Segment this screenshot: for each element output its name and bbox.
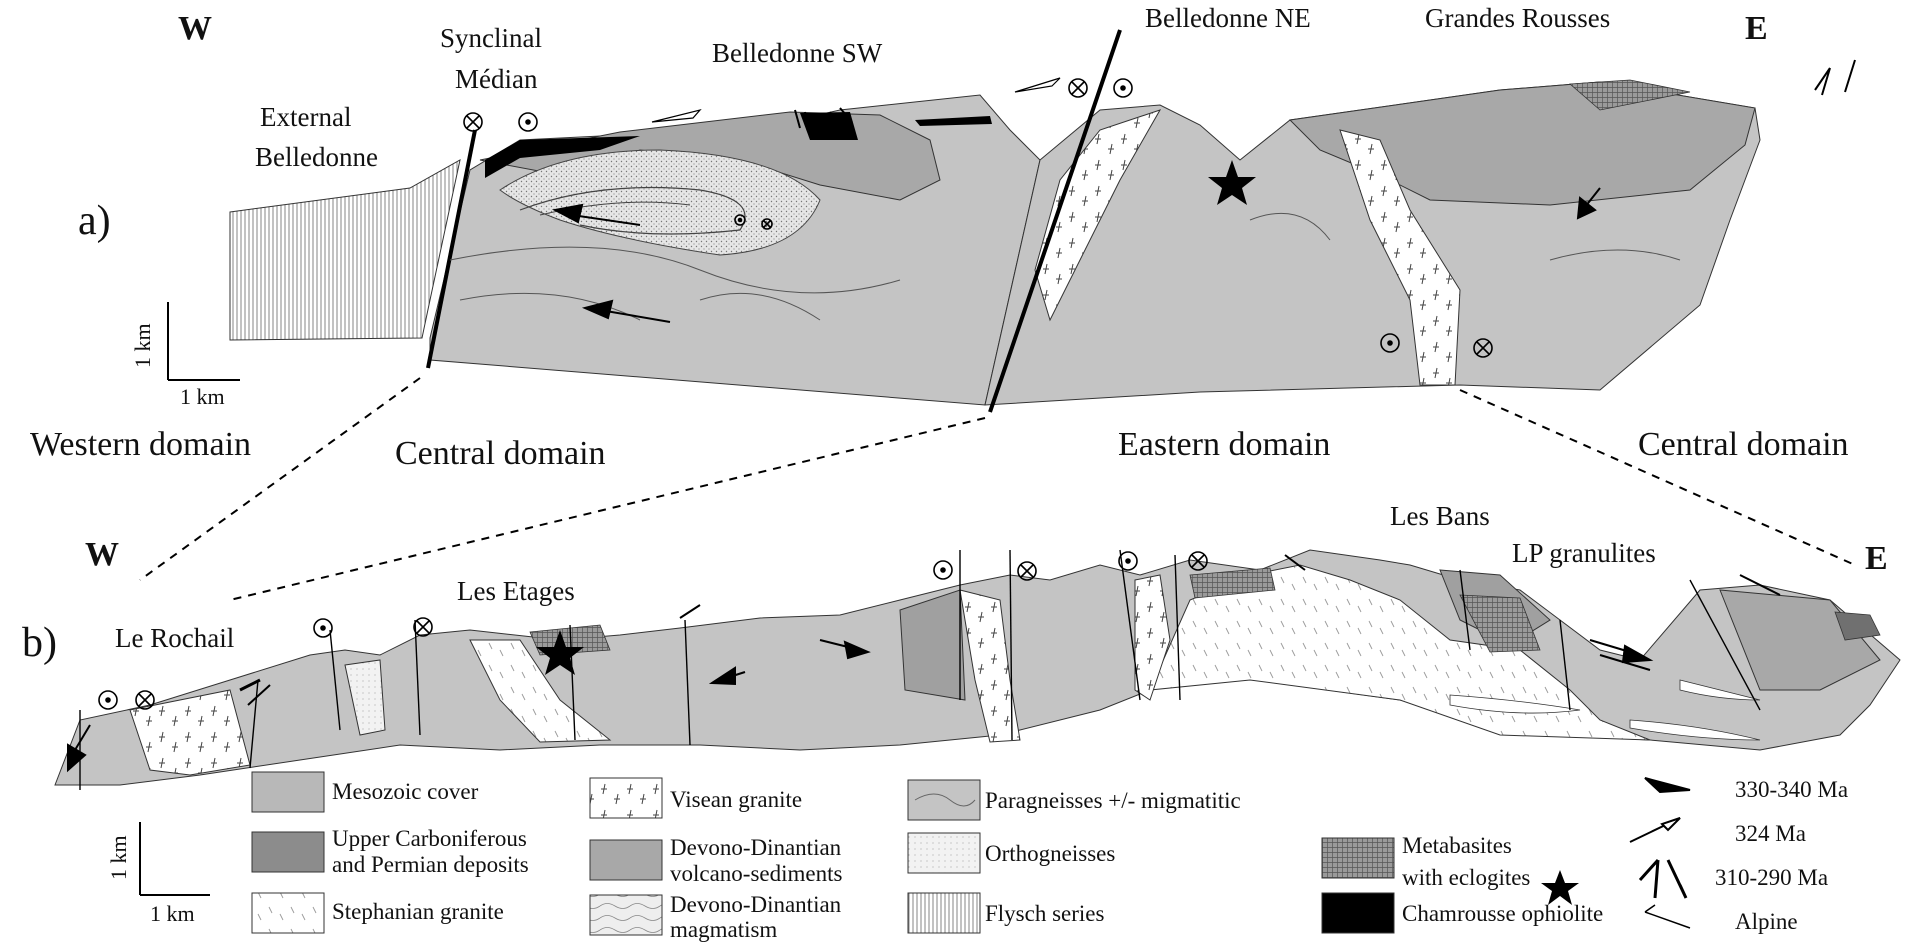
legend-devono-magm-2: magmatism [670, 917, 778, 942]
metabasites-b2 [1189, 567, 1276, 599]
les-bans-label: Les Bans [1390, 501, 1490, 531]
arrow-pair-icon [1638, 858, 1688, 899]
visean-granite-dike-a2 [1339, 129, 1461, 386]
kinematic-age-1: 330-340 Ma [1735, 777, 1849, 802]
section-b-geology [54, 549, 1901, 896]
legend-stephanian: Stephanian granite [332, 899, 504, 924]
domain-central-left: Central domain [395, 435, 606, 472]
scale-bar-b [139, 822, 210, 896]
legend-swatch-upper-carb [251, 831, 325, 873]
legend-swatch-paragneiss [907, 779, 981, 821]
chamrousse-ophiolite-2 [800, 112, 858, 140]
legend-upper-carb-2: and Permian deposits [332, 852, 529, 877]
external-belledonne-unit [229, 159, 461, 341]
domain-eastern: Eastern domain [1118, 426, 1331, 463]
legend-swatch-stephanian [251, 892, 325, 934]
lp-granulites-label: LP granulites [1512, 538, 1656, 568]
scale-a-vertical-label: 1 km [130, 323, 155, 368]
legend-swatch-devono-volc [589, 839, 663, 881]
visean-granite-b1 [959, 589, 1021, 743]
upper-carboniferous-a [1569, 79, 1691, 111]
eclogite-star-b [536, 630, 584, 675]
grandes-rousses-label: Grandes Rousses [1425, 3, 1611, 33]
scale-a-horizontal-label: 1 km [180, 384, 225, 409]
kinematic-symbols-b [98, 551, 1208, 710]
visean-granite-dike-a1 [1034, 109, 1162, 322]
external-belledonne-label: Belledonne [255, 142, 378, 172]
legend-metabasites-1: Metabasites [1402, 833, 1512, 858]
legend-mesozoic: Mesozoic cover [332, 779, 479, 804]
arrow-black-icon [1644, 777, 1691, 794]
section-b-west-label: W [85, 536, 119, 573]
external-label: External [260, 102, 352, 132]
upper-carboniferous-b [1834, 611, 1881, 641]
eclogite-star-a [1208, 160, 1256, 205]
section-a-panel-label: a) [78, 198, 111, 244]
orthogneiss-b1 [344, 659, 386, 736]
legend-paragneisses: Paragneisses +/- migmatitic [985, 788, 1241, 813]
legend-swatch-ophiolite [1321, 892, 1395, 934]
legend-visean: Visean granite [670, 787, 803, 812]
belledonne-sw-label: Belledonne SW [712, 38, 883, 68]
arrow-thin-icon [1644, 904, 1691, 929]
kinematic-legend-icons [1629, 777, 1691, 929]
scale-bar-a [167, 302, 240, 381]
legend-upper-carb-1: Upper Carboniferous [332, 826, 527, 851]
le-rochail-label: Le Rochail [115, 623, 235, 653]
legend-ophiolite: Chamrousse ophiolite [1402, 901, 1604, 926]
legend-star-icon [1541, 870, 1579, 905]
synclinal-label: Synclinal [440, 23, 542, 53]
metabasites-b3 [1459, 594, 1541, 653]
devono-volcano-sediments-c [899, 589, 966, 701]
domain-western: Western domain [30, 426, 252, 463]
legend-orthogneisses: Orthogneisses [985, 841, 1116, 866]
faults-b [79, 549, 1761, 790]
median-label: Médian [455, 64, 538, 94]
section-b-panel-label: b) [22, 620, 57, 666]
les-etages-label: Les Etages [457, 576, 575, 606]
visean-granite-b2 [1134, 574, 1171, 701]
legend-devono-volc-1: Devono-Dinantian [670, 835, 842, 860]
section-a-geology [167, 29, 1856, 413]
section-a-east-label: E [1745, 10, 1768, 47]
kinematic-age-2: 324 Ma [1735, 821, 1806, 846]
legend-swatches [251, 771, 1579, 936]
legend-swatch-orthogneiss [907, 832, 981, 874]
scale-b-vertical-label: 1 km [106, 835, 131, 880]
kinematic-age-3: 310-290 Ma [1715, 865, 1829, 890]
kinematic-symbols-a [463, 78, 1493, 358]
kinematic-age-4: Alpine [1735, 909, 1798, 934]
domain-central-right: Central domain [1638, 426, 1849, 463]
chamrousse-ophiolite-3 [915, 116, 992, 126]
scale-b-horizontal-label: 1 km [150, 901, 195, 926]
correlation-lines [139, 377, 1856, 601]
legend-swatch-visean [589, 777, 663, 819]
legend-flysch: Flysch series [985, 901, 1105, 926]
legend-metabasites-2: with eclogites [1402, 865, 1531, 890]
section-a-west-label: W [178, 10, 212, 47]
legend-swatch-mesozoic [251, 771, 325, 813]
legend-devono-magm-1: Devono-Dinantian [670, 892, 842, 917]
le-rochail-granite [129, 689, 251, 776]
legend-devono-volc-2: volcano-sediments [670, 861, 843, 886]
les-etages-granite [469, 639, 612, 743]
shear-arrows-b [67, 554, 1781, 773]
chamrousse-ophiolite-1 [485, 136, 640, 178]
shear-arrows-a [551, 59, 1856, 323]
legend-swatch-metabasites [1321, 837, 1395, 879]
section-b-east-label: E [1865, 540, 1888, 577]
legend-swatch-devono-magm [589, 894, 663, 936]
legend-swatch-flysch [907, 892, 981, 934]
belledonne-ne-label: Belledonne NE [1145, 3, 1311, 33]
